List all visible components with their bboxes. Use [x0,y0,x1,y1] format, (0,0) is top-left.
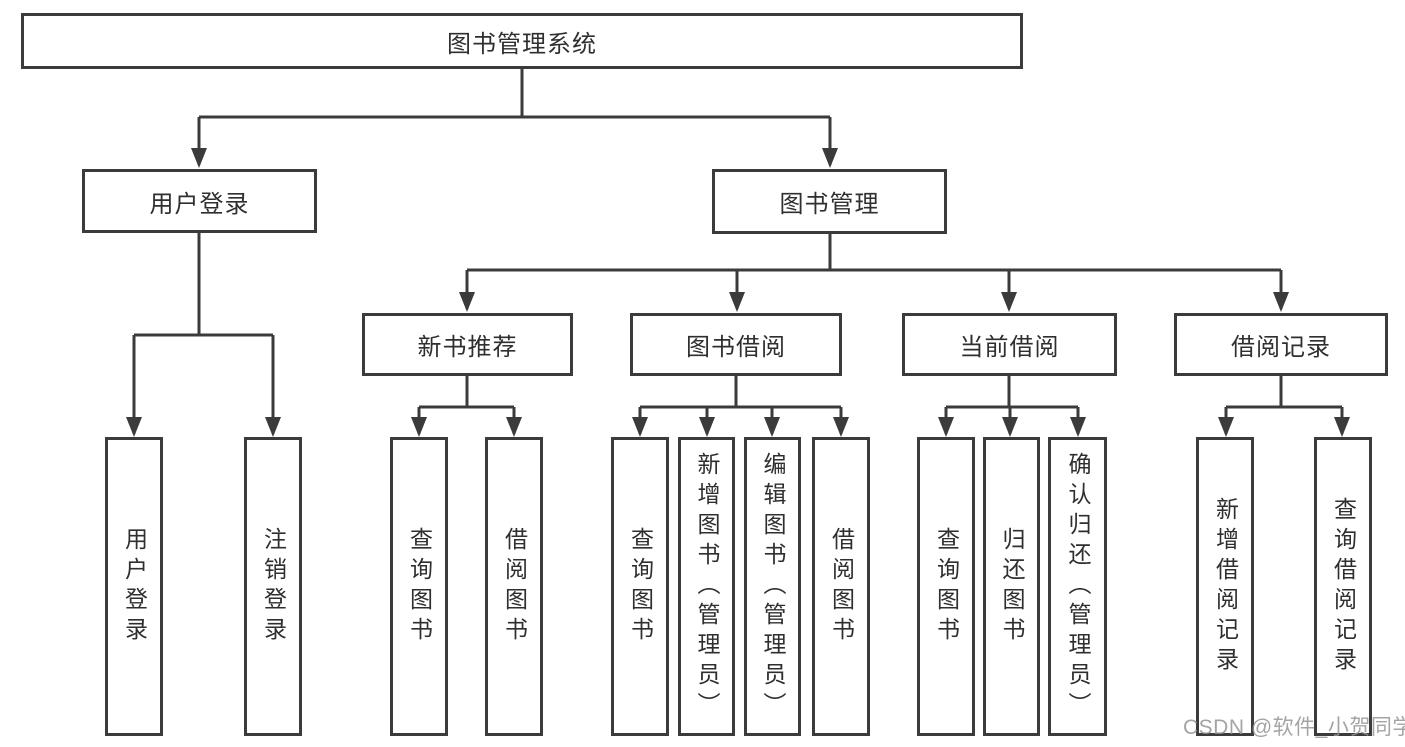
wires-root-fork [191,69,838,168]
node-leaf-borrow-books-1: 借阅图书 [485,437,543,736]
node-leaf-add-book-admin: 新增图书（管理员） [678,437,735,736]
node-user-login: 用户登录 [82,169,317,233]
node-leaf-query-books-3: 查询图书 [917,437,975,736]
node-leaf-query-borrow-record: 查询借阅记录 [1314,437,1372,736]
wires-book-management-fork [459,234,1289,312]
node-new-book-recommend: 新书推荐 [362,313,573,376]
node-leaf-return-book: 归还图书 [983,437,1040,736]
node-leaf-borrow-books-2: 借阅图书 [812,437,870,736]
node-leaf-query-books-1: 查询图书 [390,437,448,736]
csdn-watermark: CSDN @软件_小贺同学 [1183,716,1405,739]
node-leaf-logout: 注销登录 [244,437,302,736]
wires-borrow-record-fork [1218,376,1350,437]
wires-book-borrow-fork [632,376,849,437]
node-book-borrow: 图书借阅 [630,313,842,376]
node-root-system: 图书管理系统 [21,13,1023,69]
node-borrow-record: 借阅记录 [1174,313,1388,376]
node-leaf-add-borrow-record: 新增借阅记录 [1196,437,1254,736]
node-current-borrow: 当前借阅 [902,313,1117,376]
wires-current-borrow-fork [938,376,1086,437]
node-book-management: 图书管理 [712,169,947,234]
node-leaf-user-login: 用户登录 [105,437,163,736]
node-leaf-query-books-2: 查询图书 [611,437,669,736]
node-leaf-confirm-return-admin: 确认归还（管理员） [1048,437,1107,736]
node-leaf-edit-book-admin: 编辑图书（管理员） [744,437,801,736]
wires-new-book-fork [411,376,522,437]
wires-user-login-fork [126,232,281,437]
